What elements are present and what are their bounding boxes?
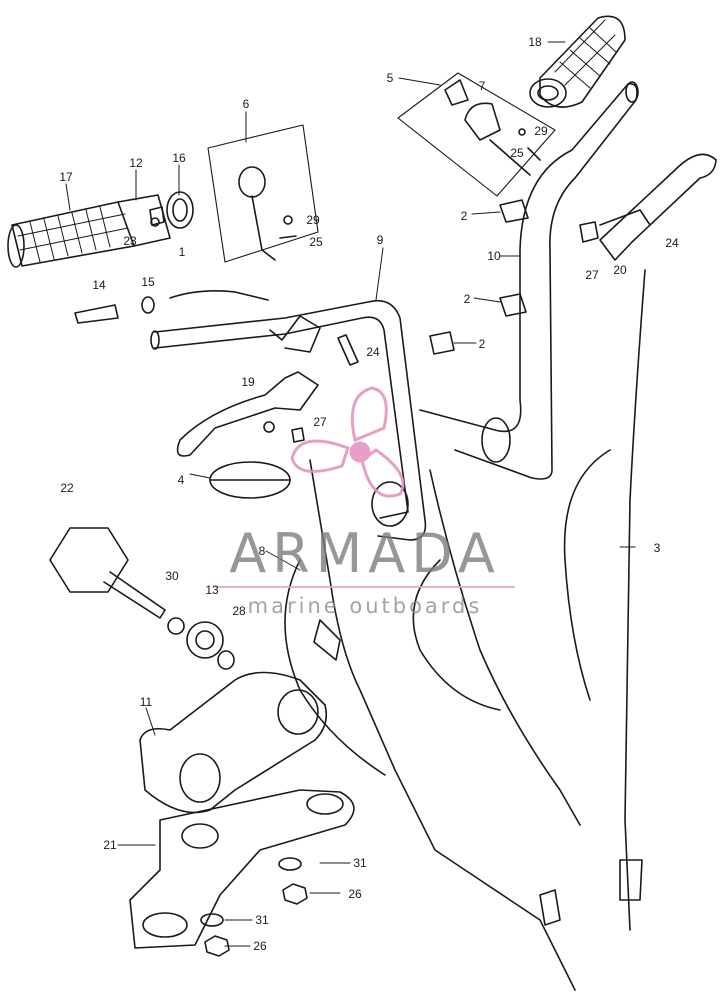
callout-29a: 29: [306, 213, 320, 227]
callout-17: 17: [59, 170, 73, 184]
callout-14: 14: [92, 278, 106, 292]
callout-31a: 31: [353, 856, 367, 870]
left-grip: [7, 201, 135, 268]
propeller-logo: [290, 386, 405, 498]
callout-6: 6: [242, 97, 250, 111]
callout-25b: 25: [510, 146, 524, 160]
brake-lever: [599, 153, 717, 261]
callout-25a: 25: [309, 235, 323, 249]
callout-1: 1: [178, 245, 186, 259]
callout-2a: 2: [460, 209, 468, 223]
cable-8: [309, 459, 576, 991]
switch-group-box-6: [207, 124, 319, 263]
callout-27a: 27: [585, 268, 599, 282]
callout-7: 7: [478, 79, 486, 93]
callout-28: 28: [232, 604, 246, 618]
callout-26a: 26: [348, 887, 362, 901]
handlebar: [154, 299, 427, 541]
steering-damper-knob: [49, 527, 185, 635]
cable-3: [624, 269, 646, 931]
callout-2b: 2: [463, 292, 471, 306]
callout-4: 4: [177, 473, 185, 487]
watermark-rule: [215, 586, 515, 588]
callout-9: 9: [376, 233, 384, 247]
callout-24b: 24: [366, 345, 380, 359]
callout-30: 30: [165, 569, 179, 583]
callout-10: 10: [487, 249, 501, 263]
lower-bracket: [129, 789, 355, 949]
callout-27b: 27: [313, 415, 327, 429]
handlebar-holder: [139, 671, 328, 814]
callout-26b: 26: [253, 939, 267, 953]
callout-2c: 2: [478, 337, 486, 351]
callout-3: 3: [653, 541, 661, 555]
callout-13: 13: [205, 583, 219, 597]
switch-group-box-5: [397, 72, 556, 197]
callout-19: 19: [241, 375, 255, 389]
watermark-subtitle: marine outboards: [247, 594, 483, 618]
callout-29b: 29: [534, 124, 548, 138]
watermark-title: ARMADA: [229, 522, 501, 585]
handlebar-right: [419, 83, 638, 480]
clutch-lever: [176, 371, 319, 457]
callout-23: 23: [123, 234, 137, 248]
callout-5: 5: [386, 71, 394, 85]
callout-11: 11: [139, 695, 153, 709]
callout-20: 20: [613, 263, 627, 277]
cable-1: [169, 290, 269, 301]
callout-16: 16: [172, 151, 186, 165]
callout-15: 15: [141, 275, 155, 289]
callout-22: 22: [60, 481, 74, 495]
callout-21: 21: [103, 838, 117, 852]
callout-31b: 31: [255, 913, 269, 927]
callout-24a: 24: [665, 236, 679, 250]
callout-8: 8: [258, 544, 266, 558]
callout-18: 18: [528, 35, 542, 49]
right-grip: [529, 15, 626, 108]
callout-12: 12: [129, 156, 143, 170]
